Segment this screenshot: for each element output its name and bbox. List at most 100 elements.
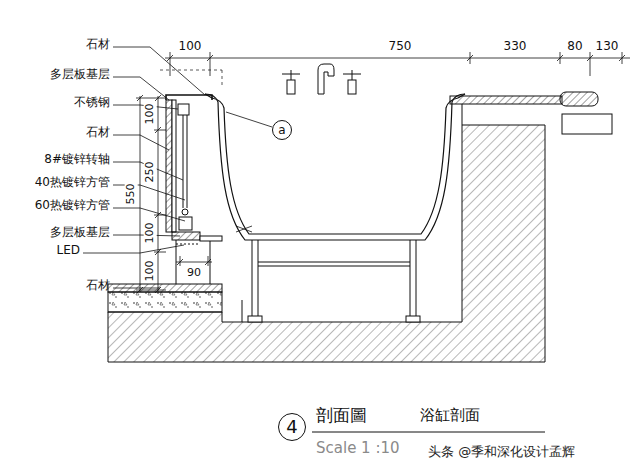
top-dimension xyxy=(165,52,630,76)
callout-circle: a xyxy=(272,120,292,140)
top-dimension xyxy=(619,55,625,61)
bathtub xyxy=(205,94,212,98)
material-label: 8#镀锌转轴 xyxy=(44,153,110,167)
top-dimension xyxy=(467,55,473,61)
side-panel xyxy=(182,209,188,215)
material-label: 多层板基层 xyxy=(50,68,110,82)
top-dimension xyxy=(207,55,213,61)
material-label: LED xyxy=(56,244,80,258)
dimension-text: 130 xyxy=(596,40,619,54)
dimension-text: 750 xyxy=(389,40,412,54)
raised-base xyxy=(108,292,222,312)
leader-lines xyxy=(83,47,272,288)
horizontal-dimension xyxy=(180,256,181,266)
bathtub xyxy=(205,94,465,240)
deck-edge xyxy=(560,92,598,106)
tub-legs xyxy=(258,266,410,267)
leader-lines xyxy=(113,288,160,289)
tub-legs xyxy=(242,240,420,322)
material-label: 不锈钢 xyxy=(74,96,110,110)
vertical-dimension xyxy=(158,96,159,292)
tub-legs xyxy=(248,316,262,322)
top-dimension xyxy=(557,55,563,61)
vertical-dimension xyxy=(140,96,141,292)
side-panel xyxy=(166,100,172,232)
horizontal-dimension xyxy=(208,256,209,266)
scale-note: Scale 1 :10 xyxy=(316,440,400,457)
vertical-dimension xyxy=(137,95,143,101)
side-panel xyxy=(172,100,176,232)
bathtub xyxy=(236,226,252,232)
tub-legs xyxy=(416,240,417,320)
top-dimension xyxy=(167,55,173,61)
side-panel xyxy=(176,244,200,245)
material-label: 多层板基层 xyxy=(50,226,110,240)
deck-stone xyxy=(450,96,562,104)
vertical-dimension xyxy=(154,130,166,131)
wall-edge xyxy=(462,104,463,125)
dimension-text: 100 xyxy=(144,103,157,126)
title-underline xyxy=(312,432,545,433)
dimension-text: 550 xyxy=(125,183,138,206)
bathtub xyxy=(236,226,252,232)
extension-lines xyxy=(160,70,222,88)
faucet xyxy=(318,64,334,94)
leader-lines xyxy=(113,135,169,150)
side-panel xyxy=(178,104,189,115)
tub-legs xyxy=(252,240,253,320)
tub-legs xyxy=(242,300,243,322)
leader-lines xyxy=(83,245,184,253)
faucet xyxy=(287,80,295,94)
dimension-text: 90 xyxy=(186,267,202,280)
floor-stone xyxy=(108,284,222,292)
dimension-text: 250 xyxy=(144,161,157,184)
leader-lines xyxy=(113,47,205,95)
bathtub xyxy=(205,94,465,240)
callout-number: 4 xyxy=(286,418,297,436)
material-label: 60热镀锌方管 xyxy=(35,199,110,213)
dimension-text: 100 xyxy=(144,222,157,245)
faucet xyxy=(282,64,361,94)
bathtub xyxy=(458,94,465,98)
horizontal-dimension xyxy=(176,256,212,266)
callout-number: a xyxy=(278,124,285,136)
vertical-dimension xyxy=(136,95,166,293)
material-label: 40热镀锌方管 xyxy=(35,176,110,190)
tub-legs xyxy=(258,240,259,320)
dimension-text: 100 xyxy=(144,260,157,283)
vertical-dimension xyxy=(155,95,161,101)
section-title: 剖面圖 xyxy=(316,406,367,426)
side-panel xyxy=(187,115,188,208)
vertical-dimension xyxy=(154,252,166,253)
side-panel xyxy=(179,217,192,230)
extension-lines xyxy=(222,70,223,88)
side-panel xyxy=(210,241,211,284)
faucet xyxy=(352,70,353,80)
faucet xyxy=(291,70,292,80)
watermark: 头条 @季和深化设计孟辉 xyxy=(428,445,575,460)
leader-lines xyxy=(113,208,185,221)
wall-shelf xyxy=(562,114,612,134)
dimension-text: 330 xyxy=(504,40,527,54)
section-number-circle: 4 xyxy=(278,413,306,441)
material-label: 石材 xyxy=(86,38,110,52)
dimension-text: 100 xyxy=(179,40,202,54)
top-dimension xyxy=(210,52,211,76)
horizontal-dimension xyxy=(176,262,212,263)
leader-lines xyxy=(113,77,169,100)
vertical-dimension xyxy=(155,127,161,133)
leader-lines xyxy=(226,112,272,127)
top-dimension xyxy=(590,52,591,76)
dimension-text: 80 xyxy=(567,40,582,54)
top-dimension xyxy=(587,55,593,61)
faucet xyxy=(348,80,356,94)
tub-legs xyxy=(410,240,411,320)
material-label: 石材 xyxy=(86,279,110,293)
horizontal-dimension xyxy=(177,259,183,265)
tub-legs xyxy=(406,316,420,322)
side-panel xyxy=(166,95,212,100)
section-name: 浴缸剖面 xyxy=(420,407,480,424)
material-label: 石材 xyxy=(86,126,110,140)
side-panel xyxy=(166,95,222,284)
